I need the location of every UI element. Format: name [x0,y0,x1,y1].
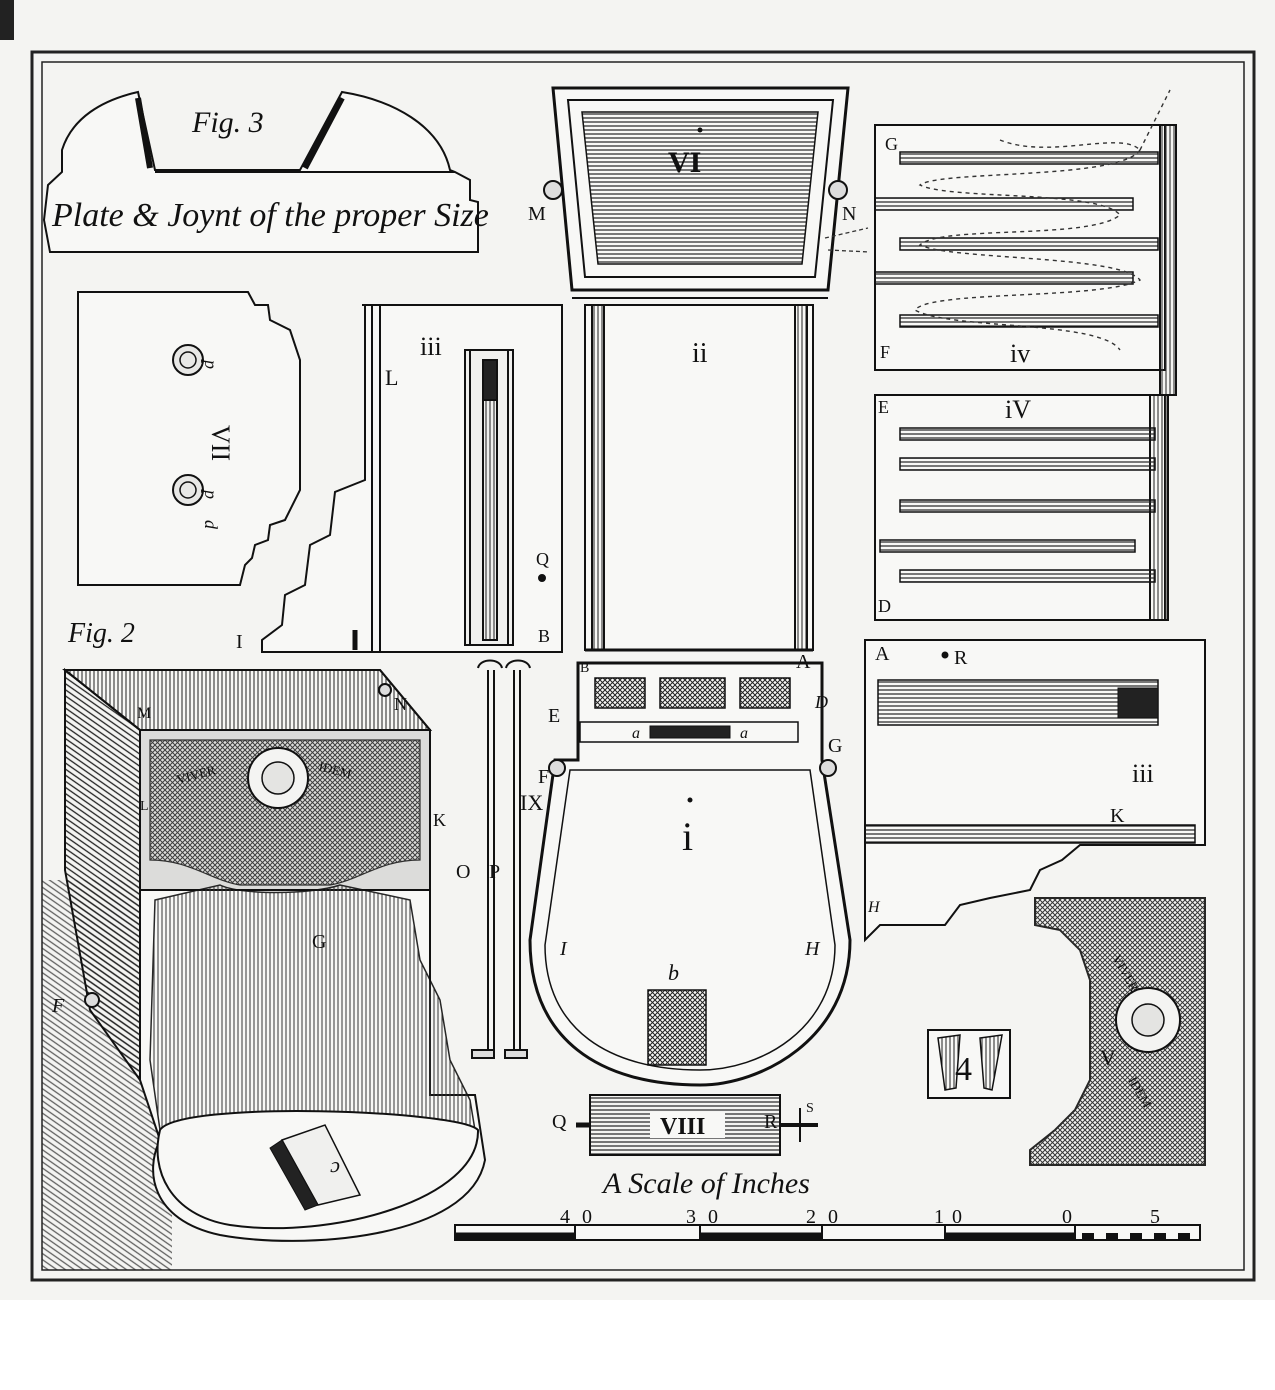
label-iii-right: iii [1132,759,1154,788]
letter-R-slide: R [764,1111,778,1133]
letter-E-flue: E [878,397,889,417]
panel-iii-side [261,304,563,653]
scale-title: A Scale of Inches [601,1167,810,1200]
panel-v [1029,897,1206,1166]
scale-tick-label: 0 [952,1206,962,1228]
letter-A-panel: A [875,643,890,665]
label-v: V [1100,1045,1116,1070]
letter-D-grate: D [814,692,828,712]
letter-b: b [668,960,679,985]
letter-A-grate: A [796,651,811,673]
label-iii-side: iii [420,332,442,361]
letter-F-flue: F [880,342,890,362]
corner-mark [0,0,14,40]
scale-checker [1082,1233,1190,1240]
letter-G-stove: G [312,931,326,953]
fig3-plate-joint [42,90,479,253]
letter-I-grate: I [559,938,568,960]
letter-Q-side: Q [536,549,549,569]
letter-p-lower: p [201,488,221,499]
letter-G-grate: G [828,735,842,757]
letter-N-stove: N [394,694,407,714]
label-vi: VI [668,146,701,179]
letter-P: P [489,861,500,883]
letter-M-stove: M [137,705,151,722]
fig2-title: Fig. 2 [67,618,135,649]
letter-F-stove: F [51,995,65,1017]
letter-H-panel: H [867,899,881,916]
scale-tick-label: 0 [708,1206,718,1228]
lid-vi [543,86,850,299]
scale-checker-square [1106,1233,1118,1240]
scale-tick-label: 2 [806,1206,816,1228]
panel-iii-right [864,639,1206,943]
scale-checker-square [1082,1233,1094,1240]
label-4: 4 [955,1051,972,1088]
letter-L-side: L [385,365,398,390]
letter-a-right: a [740,725,748,742]
letter-K-stove: K [433,810,446,830]
scale-tick-label: 3 [686,1206,696,1228]
fig2-stove [42,667,487,1270]
slide-viii [576,1094,818,1156]
letter-G-flue: G [885,134,898,154]
scale-tick-label: 5 [1150,1206,1160,1228]
panel-ii [584,304,814,652]
piece-4 [927,1029,1011,1099]
rods-o-p [471,659,531,1059]
label-viii: VIII [660,1114,705,1140]
letter-I-side: I [236,631,243,653]
fig3-title: Fig. 3 [191,106,264,139]
label-ii: ii [692,338,708,369]
scale-tick-label: 4 [560,1206,570,1228]
letter-D-flue: D [878,596,891,616]
letter-R-panel: R [954,647,968,669]
plate-caption: Plate & Joynt of the proper Size [51,197,489,234]
scale-tick-label: 1 [934,1206,944,1228]
letter-F-grate: F [538,766,549,788]
letter-d: d [201,520,221,530]
scale-checker-square [1178,1233,1190,1240]
letter-E-grate: E [548,705,560,727]
letter-B-side: B [538,626,550,646]
label-ix: IX [520,790,543,815]
letter-O: O [456,861,470,883]
letter-B-grate: B [580,661,589,676]
letter-c: c [330,1157,340,1182]
panel-vii [77,291,301,586]
grate-i [528,661,852,1087]
scale-bar [454,1224,1201,1241]
label-iv-middle: iV [1005,395,1031,424]
scale-checker-square [1154,1233,1166,1240]
letter-a-left: a [632,725,640,742]
outer-border [30,50,1256,1282]
scale-checker-square [1130,1233,1142,1240]
flue-iv-middle [874,394,1169,621]
scale-tick-label: 0 [828,1206,838,1228]
letter-H-grate: H [804,938,821,960]
label-iv-top: iv [1010,339,1030,368]
letter-p-upper: p [201,358,221,369]
letter-L-stove: L [140,799,149,814]
flue-iv-top [824,89,1177,396]
bottom-margin [0,1300,1275,1390]
letter-M-lid: M [528,203,546,225]
letter-Q-slide: Q [552,1111,567,1133]
label-vii: VII [206,425,235,461]
letter-S: S [806,1101,814,1116]
scale-tick-label: 0 [582,1206,592,1228]
label-i: i [682,814,693,859]
scale-tick-label: 0 [1062,1206,1072,1228]
inner-border [41,61,1245,1271]
letter-K-panel: K [1110,805,1125,827]
letter-N-lid: N [842,203,856,225]
